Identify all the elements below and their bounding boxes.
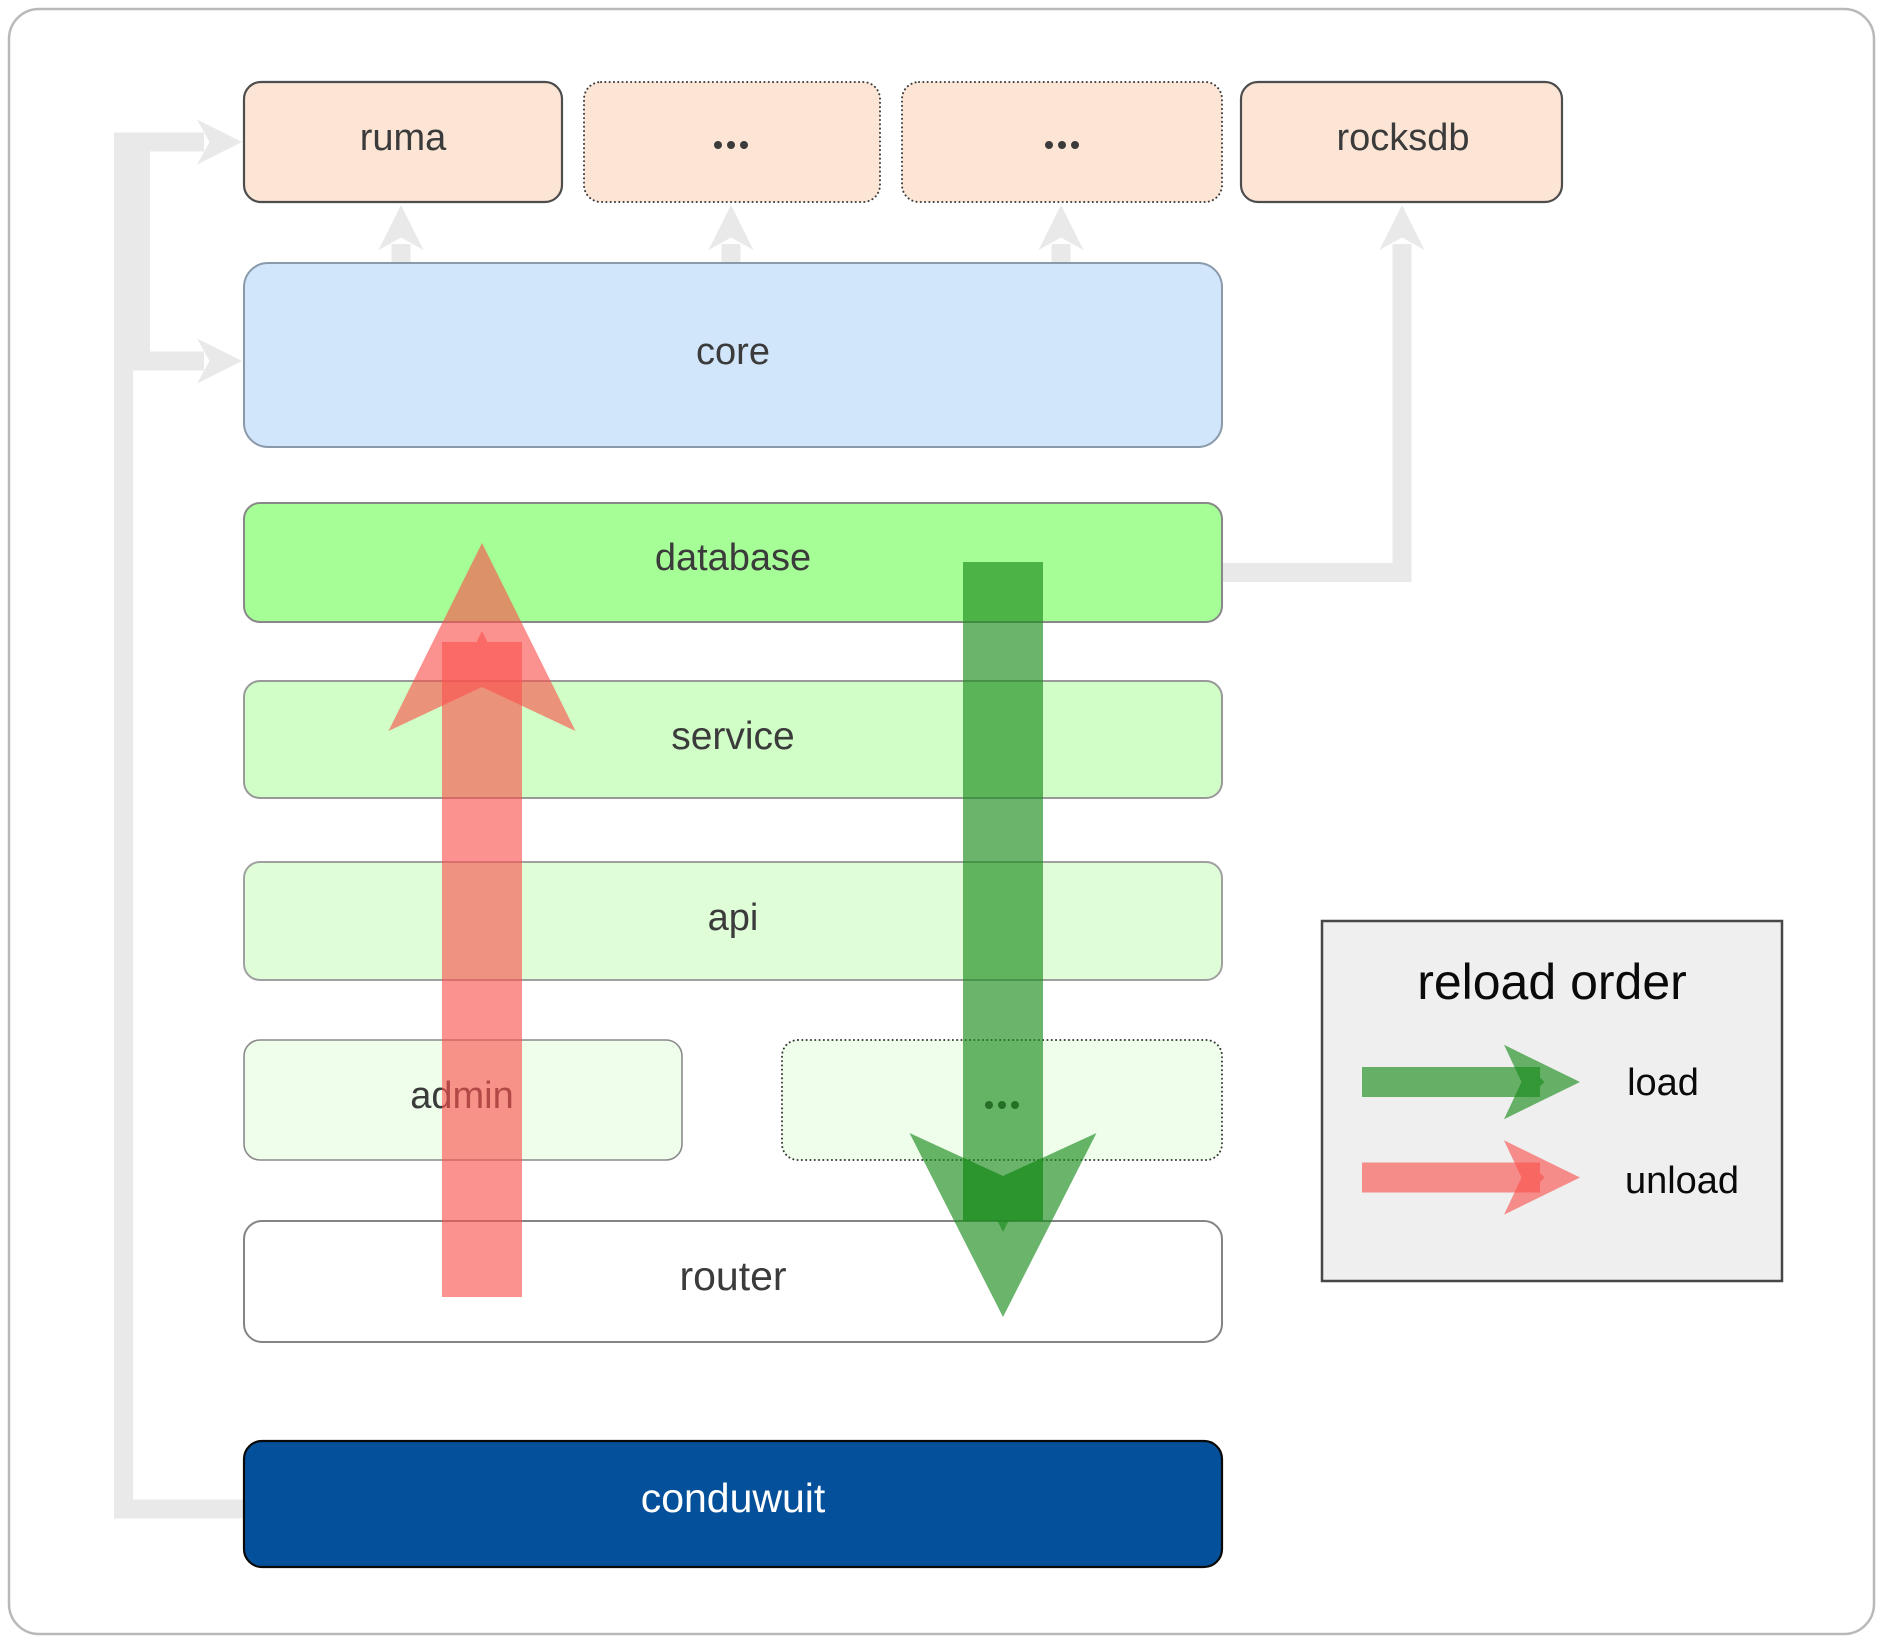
svg-text:api: api (708, 897, 759, 939)
svg-text:router: router (679, 1253, 786, 1299)
svg-text:core: core (696, 331, 770, 373)
svg-text:ruma: ruma (360, 117, 447, 159)
svg-text:load: load (1627, 1062, 1699, 1104)
svg-text:reload order: reload order (1417, 954, 1687, 1010)
svg-text:rocksdb: rocksdb (1336, 117, 1469, 159)
svg-text:service: service (671, 715, 795, 758)
svg-text:database: database (655, 537, 811, 579)
svg-text:conduwuit: conduwuit (641, 1475, 826, 1521)
svg-text:unload: unload (1625, 1160, 1739, 1202)
